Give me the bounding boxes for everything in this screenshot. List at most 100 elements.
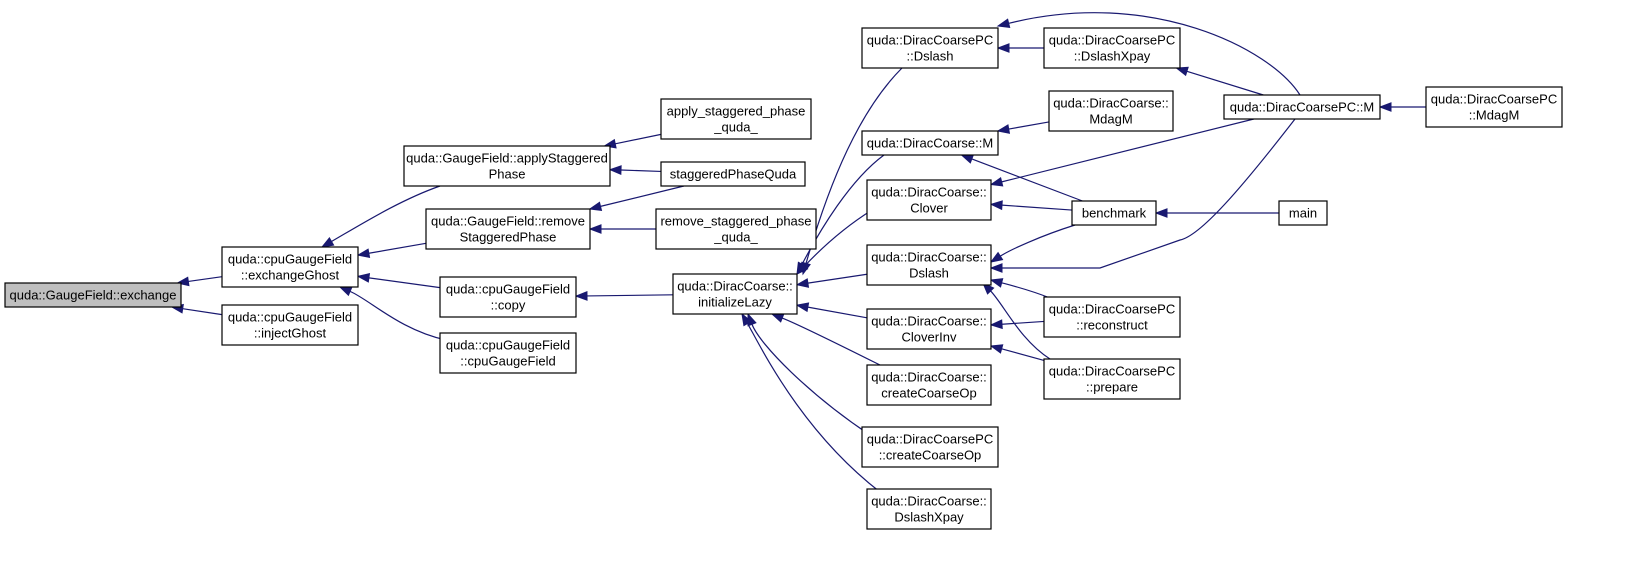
edge-line <box>368 242 427 254</box>
edge-cpuCopy-to-cpuExGhost <box>356 273 441 289</box>
edge-arrowhead <box>356 273 371 283</box>
edge-line <box>1008 12 1301 96</box>
edge-arrowhead <box>588 224 602 234</box>
edge-arrowhead <box>960 154 975 164</box>
node-box <box>866 488 992 530</box>
node-label: MdagM <box>1089 112 1132 127</box>
edge-arrowhead <box>795 278 810 288</box>
edge-line <box>331 185 441 243</box>
node-pcDslash[interactable]: quda::DiracCoarsePC::Dslash <box>861 27 999 69</box>
node-dcDslashX[interactable]: quda::DiracCoarse::DslashXpay <box>866 488 992 530</box>
node-box <box>866 308 992 350</box>
node-pcM[interactable]: quda::DiracCoarsePC::M <box>1223 94 1381 120</box>
node-label: ::exchangeGhost <box>241 268 340 283</box>
node-label: ::reconstruct <box>1076 318 1148 333</box>
node-box <box>866 179 992 221</box>
node-label: quda::DiracCoarse:: <box>871 314 987 329</box>
edge-arrowhead <box>996 18 1011 28</box>
node-label: _quda_ <box>713 230 758 245</box>
edge-line <box>1008 121 1050 130</box>
node-stagQuda[interactable]: staggeredPhaseQuda <box>660 161 806 187</box>
node-box <box>221 304 359 346</box>
node-box <box>655 208 817 250</box>
node-dcClover[interactable]: quda::DiracCoarse::Clover <box>866 179 992 221</box>
edge-line <box>971 158 1083 202</box>
edge-cpuExGhost-to-exchange <box>176 276 223 287</box>
edge-pcDslash-to-initLazy <box>801 67 903 276</box>
edge-dcClover-to-initLazy <box>796 209 873 276</box>
node-label: quda::DiracCoarsePC <box>1049 302 1175 317</box>
node-removeQuda[interactable]: remove_staggered_phase_quda_ <box>655 208 817 250</box>
node-pcMdagM[interactable]: quda::DiracCoarsePC::MdagM <box>1425 86 1563 128</box>
node-initLazy[interactable]: quda::DiracCoarse::initializeLazy <box>672 273 798 315</box>
node-box <box>403 145 611 187</box>
edge-stagQuda-to-removeStag <box>588 185 685 212</box>
node-box <box>861 27 999 69</box>
node-label: createCoarseOp <box>881 386 976 401</box>
edge-arrowhead <box>338 286 353 297</box>
node-box <box>1425 86 1563 128</box>
node-applyQuda[interactable]: apply_staggered_phase_quda_ <box>660 98 812 140</box>
node-box <box>1043 27 1181 69</box>
edge-line <box>747 323 881 493</box>
node-dcDslash[interactable]: quda::DiracCoarse::Dslash <box>866 244 992 286</box>
edge-pcCreate-to-initLazy <box>747 312 871 436</box>
node-label: ::createCoarseOp <box>879 448 982 463</box>
edge-line <box>805 67 903 264</box>
node-label: quda::DiracCoarsePC <box>1431 92 1557 107</box>
node-pcPrep[interactable]: quda::DiracCoarsePC::prepare <box>1043 358 1181 400</box>
node-label: Clover <box>910 201 948 216</box>
node-pcDslashX[interactable]: quda::DiracCoarsePC::DslashXpay <box>1043 27 1181 69</box>
edge-line <box>586 294 674 297</box>
edge-arrowhead <box>989 251 1004 263</box>
node-dcCreate[interactable]: quda::DiracCoarse::createCoarseOp <box>866 364 992 406</box>
node-dcCloverInv[interactable]: quda::DiracCoarse::CloverInv <box>866 308 992 350</box>
node-box <box>660 98 812 140</box>
edge-arrowhead <box>770 313 785 323</box>
edge-arrowhead <box>1154 208 1168 218</box>
node-dcMdagM[interactable]: quda::DiracCoarse::MdagM <box>1048 90 1174 132</box>
edge-arrowhead <box>989 176 1004 187</box>
edge-line <box>751 324 871 436</box>
node-cpuCopy[interactable]: quda::cpuGaugeField::copy <box>439 276 577 318</box>
edge-line <box>1001 348 1045 361</box>
node-label: Phase <box>489 167 526 182</box>
node-main[interactable]: main <box>1278 200 1328 226</box>
edge-line <box>600 185 685 207</box>
edge-line <box>807 273 868 284</box>
edge-arrowhead <box>741 312 753 327</box>
node-bench[interactable]: benchmark <box>1071 200 1157 226</box>
edge-pcM-to-dcClover <box>989 118 1255 187</box>
nodes-layer: quda::GaugeField::exchangequda::cpuGauge… <box>4 27 1563 530</box>
node-label: DslashXpay <box>894 510 964 525</box>
node-cpuCtor[interactable]: quda::cpuGaugeField::cpuGaugeField <box>439 332 577 374</box>
edge-arrowhead <box>796 262 809 276</box>
edge-arrowhead <box>989 344 1004 354</box>
node-label: ::copy <box>491 298 526 313</box>
node-pcRecon[interactable]: quda::DiracCoarsePC::reconstruct <box>1043 296 1181 338</box>
node-label: ::injectGhost <box>254 326 327 341</box>
edge-line <box>615 133 662 145</box>
node-exchange[interactable]: quda::GaugeField::exchange <box>4 282 182 308</box>
edge-pcM-to-pcDslashX <box>1175 66 1264 96</box>
node-label: quda::DiracCoarsePC <box>867 432 993 447</box>
node-dcM[interactable]: quda::DiracCoarse::M <box>861 130 999 156</box>
node-pcCreate[interactable]: quda::DiracCoarsePC::createCoarseOp <box>861 426 999 468</box>
node-box <box>425 208 591 250</box>
node-label: quda::GaugeField::exchange <box>10 288 177 303</box>
edge-arrowhead <box>989 200 1003 211</box>
node-label: staggeredPhaseQuda <box>670 167 797 182</box>
node-cpuExGhost[interactable]: quda::cpuGaugeField::exchangeGhost <box>221 246 359 288</box>
node-cpuInjGhost[interactable]: quda::cpuGaugeField::injectGhost <box>221 304 359 346</box>
edge-arrowhead <box>574 291 588 301</box>
edge-applyQuda-to-applyStag <box>603 133 662 149</box>
node-box <box>660 161 806 187</box>
edge-line <box>1001 282 1051 299</box>
node-label: Dslash <box>909 266 949 281</box>
edge-arrowhead <box>1175 66 1189 77</box>
node-box <box>866 244 992 286</box>
node-label: quda::DiracCoarse:: <box>871 250 987 265</box>
node-box <box>861 130 999 156</box>
